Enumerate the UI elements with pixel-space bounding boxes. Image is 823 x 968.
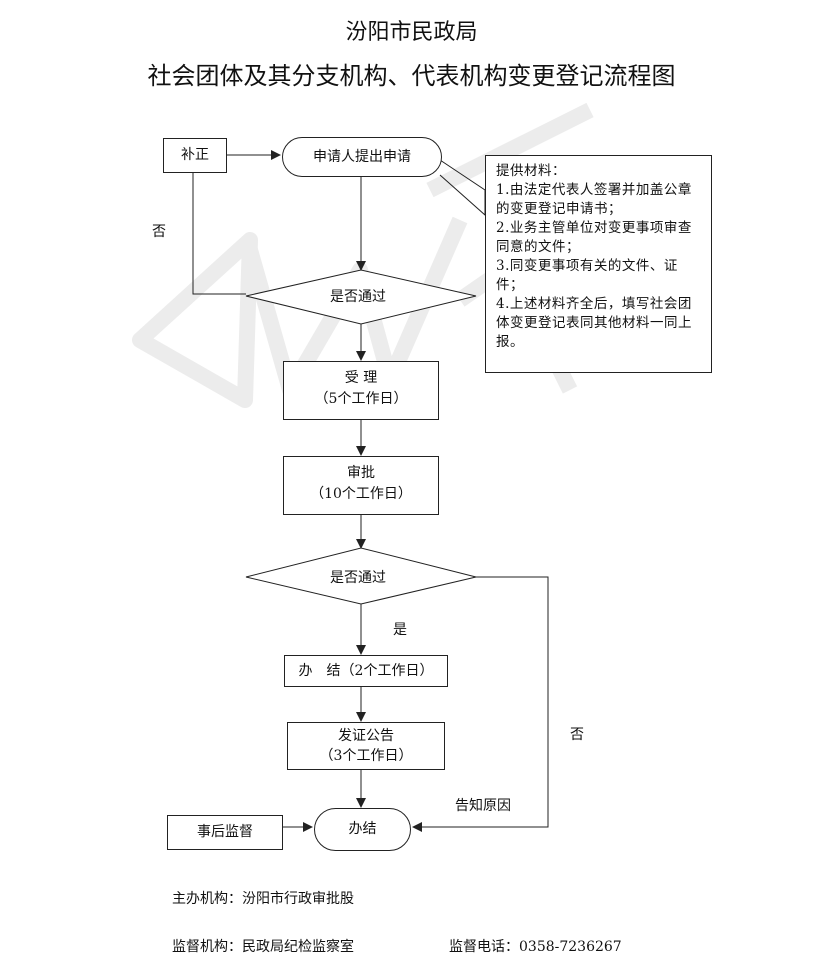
check1-label: 是否通过: [330, 289, 386, 305]
handle-box: 办 结（2个工作日）: [284, 655, 448, 687]
diamond-check2: [245, 547, 477, 605]
supervise-label: 事后监督: [197, 824, 253, 840]
materials-heading: 提供材料：: [496, 163, 566, 179]
materials-item-1: 1.由法定代表人签署并加盖公章的变更登记申请书；: [496, 182, 692, 217]
materials-item-3: 3.同变更事项有关的文件、证件；: [496, 258, 678, 293]
accept-title: 受 理: [344, 370, 378, 386]
host-agency: 主办机构：汾阳市行政审批股: [172, 891, 354, 907]
apply-node: 申请人提出申请: [282, 137, 442, 177]
check2-label: 是否通过: [330, 570, 386, 586]
line-no-to-correct: [192, 173, 246, 295]
materials-item-4: 4.上述材料齐全后，填写社会团体变更登记表同其他材料一同上报。: [496, 296, 692, 350]
page-subtitle: 社会团体及其分支机构、代表机构变更登记流程图: [147, 62, 676, 90]
materials-note: 提供材料： 1.由法定代表人签署并加盖公章的变更登记申请书； 2.业务主管单位对…: [485, 155, 712, 373]
arrow-no-to-done: [412, 576, 549, 832]
issue-box: 发证公告 （3个工作日）: [287, 722, 445, 770]
issue-title: 发证公告: [338, 728, 394, 744]
approve-title: 审批: [347, 465, 375, 481]
no-label-left: 否: [152, 224, 166, 240]
notify-reason-label: 告知原因: [455, 798, 511, 814]
correct-label: 补正: [181, 147, 209, 163]
diamond-check1: [245, 269, 477, 325]
approve-box: 审批 （10个工作日）: [283, 456, 439, 515]
supervise-box: 事后监督: [167, 815, 283, 850]
accept-days: （5个工作日）: [314, 391, 408, 407]
no-label-right: 否: [570, 727, 584, 743]
supervising-agency: 监督机构：民政局纪检监察室: [172, 939, 354, 955]
yes-label: 是: [393, 622, 407, 638]
page-title: 汾阳市民政局: [345, 20, 478, 45]
materials-callout: [439, 159, 486, 217]
apply-label: 申请人提出申请: [313, 149, 411, 165]
materials-item-2: 2.业务主管单位对变更事项审查同意的文件；: [496, 220, 692, 255]
done-label: 办结: [348, 821, 377, 837]
accept-box: 受 理 （5个工作日）: [283, 361, 439, 420]
handle-label: 办 结（2个工作日）: [298, 663, 434, 679]
supervision-phone: 监督电话：0358-7236267: [449, 939, 622, 955]
issue-days: （3个工作日）: [319, 748, 413, 764]
correct-box: 补正: [163, 138, 227, 173]
approve-days: （10个工作日）: [310, 486, 412, 502]
done-node: 办结: [314, 808, 411, 851]
